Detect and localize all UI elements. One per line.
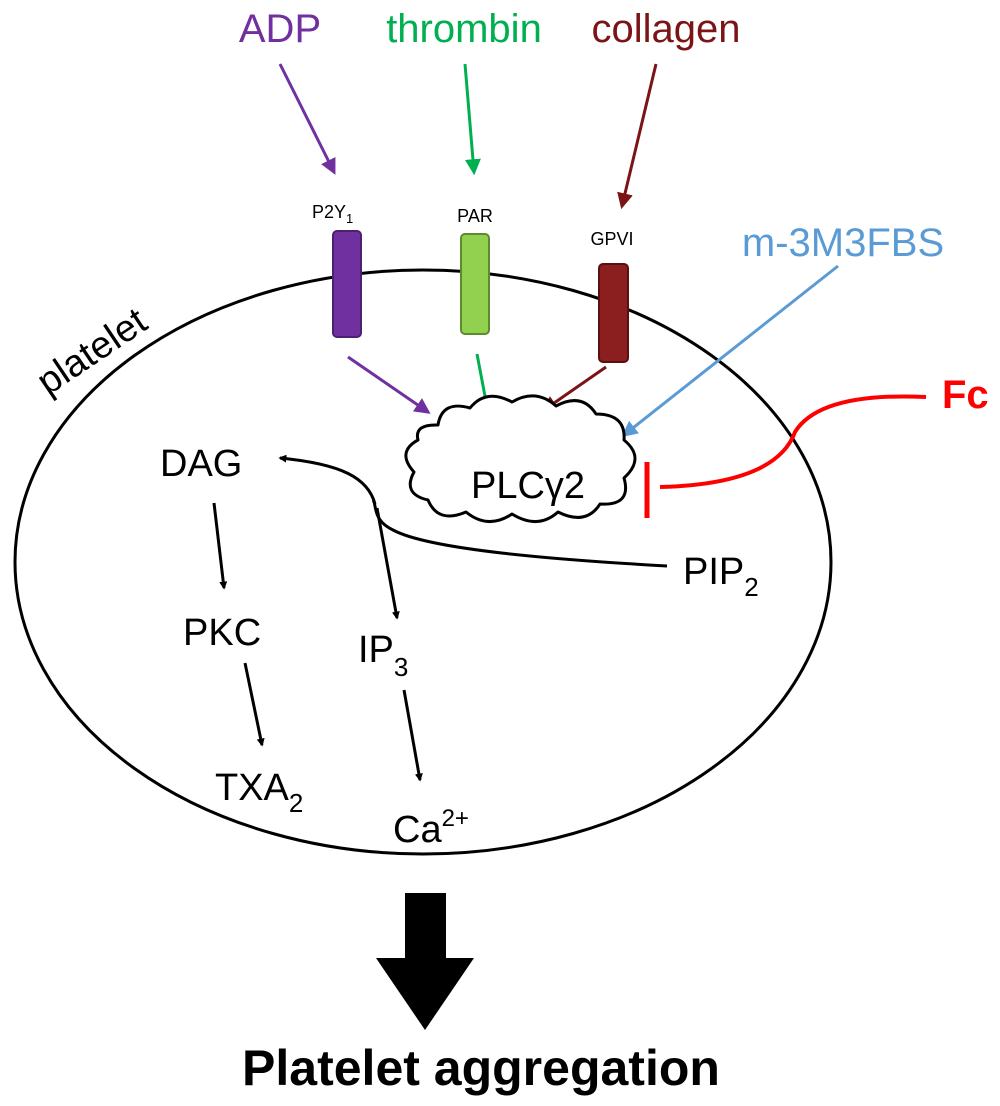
dag-to-pkc-arrow (212, 502, 228, 590)
m3m3fbs-label: m-3M3FBS (742, 221, 944, 265)
ip3-label: IP3 (358, 629, 408, 682)
adp-to-p2y1-arrow (278, 63, 336, 175)
adp-label: ADP (239, 7, 321, 51)
thrombin-label: thrombin (386, 7, 542, 51)
dag-label: DAG (160, 443, 242, 485)
gpvi-receptor (598, 263, 629, 363)
ca-label: Ca2+ (393, 805, 469, 851)
thrombin-to-par-arrow (463, 63, 481, 176)
platelet-label: platelet (30, 300, 155, 404)
collagen-to-gpvi-arrow (617, 63, 658, 210)
pip2-label: PIP2 (683, 551, 759, 602)
par-receptor (460, 233, 490, 335)
platelet-aggregation-label: Platelet aggregation (242, 1040, 720, 1096)
p2y1-receptor (332, 230, 362, 338)
aggregation-output-arrow (376, 893, 474, 1030)
par-label: PAR (457, 206, 493, 226)
pkc-label: PKC (183, 612, 261, 654)
p2y1-label: P2Y1 (312, 202, 353, 226)
gpvi-label: GPVI (590, 229, 633, 249)
platelet-cell-membrane (13, 268, 833, 856)
m3m3fbs-to-plcg2-arrow (621, 264, 839, 437)
collagen-label: collagen (591, 7, 740, 51)
plcg2-label: PLCγ2 (471, 465, 585, 507)
fc-label: Fc (942, 373, 989, 417)
plcg2-cloud (404, 394, 637, 523)
txa2-label: TXA2 (215, 767, 303, 818)
ip3-arrow (375, 507, 400, 620)
p2y1-to-plcg2-arrow (347, 355, 431, 414)
fc-inhibition-line (659, 394, 927, 489)
ip3-to-ca-arrow (402, 689, 423, 782)
dag-arrow (278, 454, 377, 505)
pkc-to-txa2-arrow (243, 662, 265, 747)
